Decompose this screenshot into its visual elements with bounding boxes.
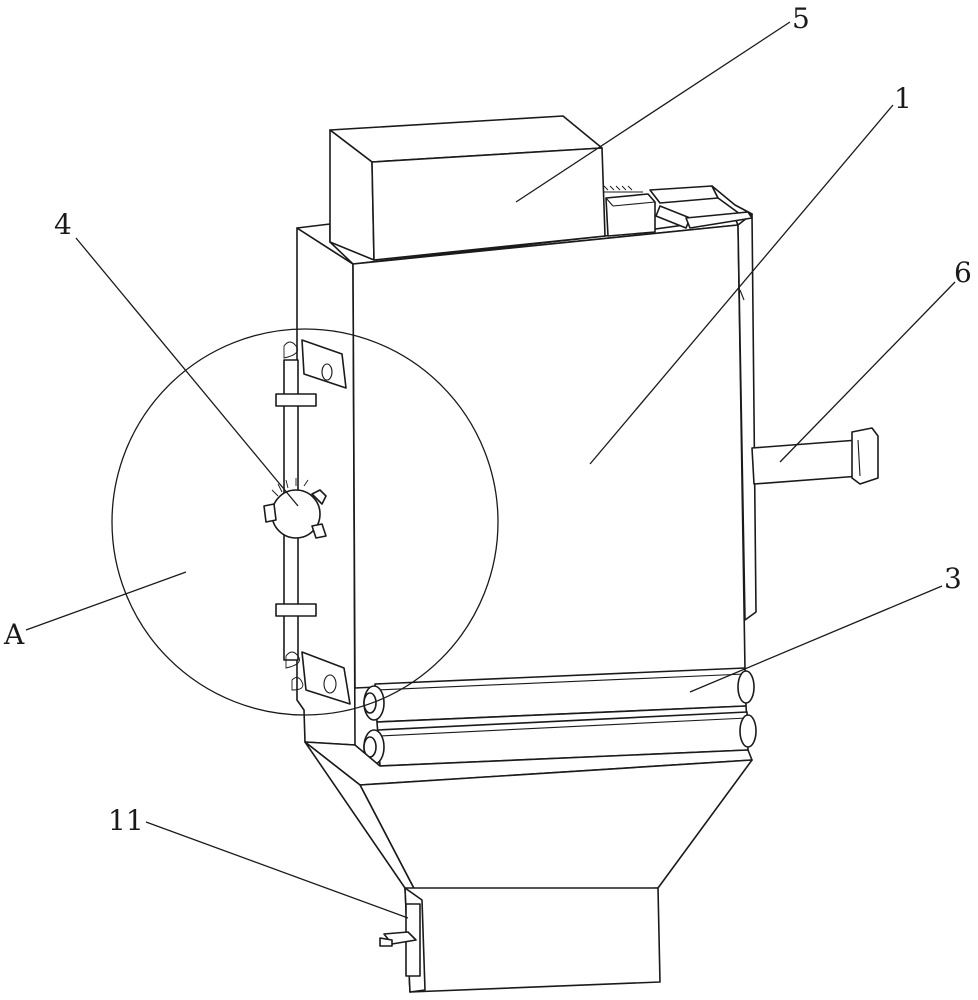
leader-11 [145, 821, 409, 919]
label-11: 11 [108, 804, 144, 837]
label-a: A [3, 618, 25, 651]
top-box [329, 115, 606, 261]
leader-a [25, 571, 187, 631]
main-housing [296, 213, 757, 746]
side-pipe [751, 427, 879, 485]
leader-5 [515, 21, 791, 203]
leader-6 [779, 281, 956, 463]
label-4: 4 [54, 208, 72, 241]
motor-bracket [603, 185, 753, 237]
leader-4 [75, 237, 299, 507]
label-5: 5 [792, 2, 810, 35]
side-mechanism [263, 339, 351, 705]
detail-circle-a [111, 328, 499, 716]
bottom-box [379, 887, 661, 993]
label-1: 1 [894, 82, 912, 115]
leader-1 [589, 104, 894, 465]
label-6: 6 [954, 256, 972, 289]
label-3: 3 [944, 562, 962, 595]
rollers [363, 667, 757, 767]
leader-3 [689, 585, 943, 693]
hopper [304, 741, 753, 901]
